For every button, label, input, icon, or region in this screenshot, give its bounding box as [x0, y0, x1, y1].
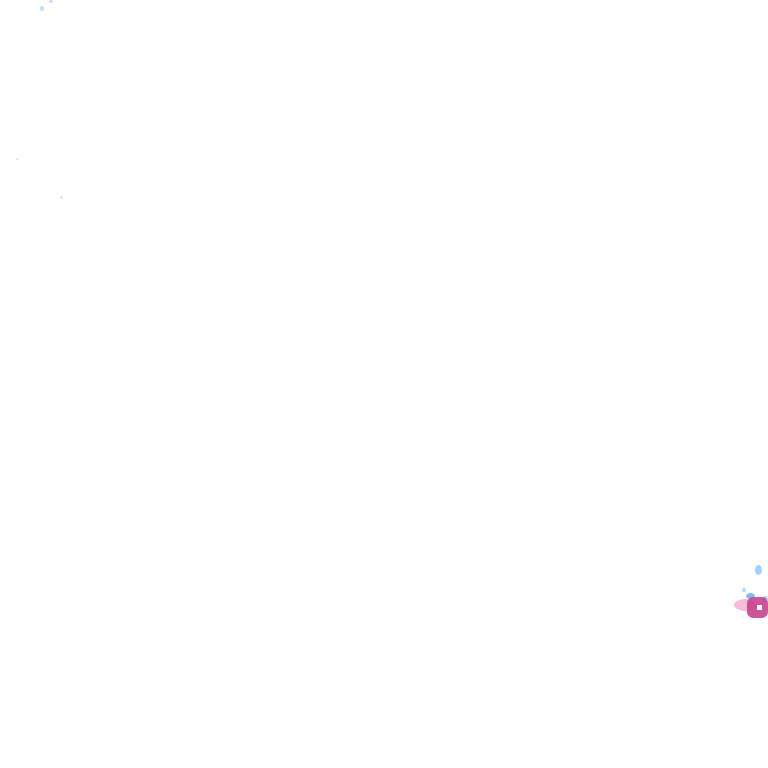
blue-speck: [60, 196, 63, 199]
white-speck: [757, 605, 762, 610]
blue-speck: [746, 593, 755, 599]
blue-speck: [49, 0, 53, 3]
blue-speck: [755, 565, 762, 575]
blue-speck: [742, 588, 746, 592]
blue-speck: [16, 158, 19, 160]
blue-speck: [40, 6, 44, 11]
